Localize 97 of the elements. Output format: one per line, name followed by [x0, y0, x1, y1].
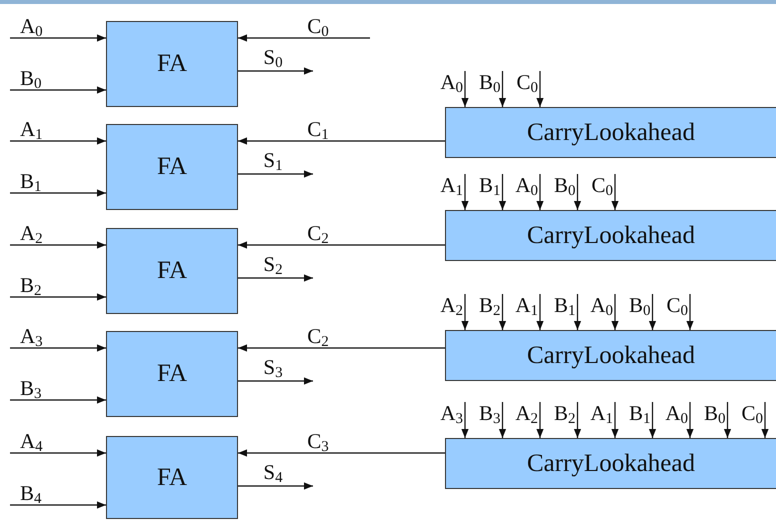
- arrow: [461, 174, 469, 210]
- signal-label: A$_{3}$: [20, 325, 43, 352]
- signal-label: S$_{4}$: [263, 461, 283, 488]
- signal-label: C$_{2}$: [307, 325, 329, 352]
- arrow: [10, 241, 106, 249]
- arrow: [536, 174, 544, 210]
- arrow: [10, 86, 106, 94]
- signal-label: B$_{4}$: [20, 482, 42, 509]
- signal-label: C$_{0}$: [516, 71, 538, 98]
- signal-label: B$_{0}$: [478, 71, 500, 98]
- full-adder-box: FA: [106, 436, 238, 519]
- arrow: [686, 402, 694, 438]
- full-adder-box: FA: [106, 228, 238, 314]
- signal-label: C$_{3}$: [307, 430, 329, 457]
- arrow: [461, 402, 469, 438]
- full-adder-box: FA: [106, 21, 238, 107]
- arrow: [238, 377, 313, 385]
- arrow: [461, 294, 469, 330]
- signal-label: A$_{1}$: [515, 294, 538, 321]
- signal-label: A$_{1}$: [20, 118, 43, 145]
- signal-label: B$_{0}$: [628, 294, 650, 321]
- arrow: [10, 344, 106, 352]
- signal-label: A$_{3}$: [440, 402, 463, 429]
- arrow: [536, 294, 544, 330]
- arrow: [10, 449, 106, 457]
- carry-lookahead-box: CarryLookahead: [445, 330, 776, 381]
- signal-label: B$_{3}$: [20, 377, 42, 404]
- arrow: [724, 402, 732, 438]
- arrow: [648, 402, 656, 438]
- arrow: [574, 174, 582, 210]
- signal-label: B$_{0}$: [704, 402, 726, 429]
- signal-label: B$_{2}$: [20, 274, 42, 301]
- arrow: [648, 294, 656, 330]
- arrow: [761, 402, 769, 438]
- full-adder-box: FA: [106, 124, 238, 210]
- signal-label: S$_{1}$: [263, 149, 283, 176]
- signal-label: A$_{2}$: [20, 222, 43, 249]
- arrow: [10, 189, 106, 197]
- signal-label: A$_{0}$: [665, 402, 688, 429]
- signal-label: B$_{1}$: [554, 294, 576, 321]
- full-adder-box: FA: [106, 331, 238, 417]
- carry-lookahead-box: CarryLookahead: [445, 210, 776, 261]
- arrow: [461, 71, 469, 107]
- arrow: [10, 137, 106, 145]
- signal-label: A$_{4}$: [20, 430, 43, 457]
- arrow: [238, 34, 370, 42]
- arrow: [10, 34, 106, 42]
- arrow: [238, 344, 445, 352]
- arrow: [536, 402, 544, 438]
- signal-label: A$_{0}$: [440, 71, 463, 98]
- signal-label: B$_{0}$: [554, 174, 576, 201]
- arrow: [574, 402, 582, 438]
- signal-label: C$_{1}$: [307, 118, 329, 145]
- signal-label: A$_{1}$: [440, 174, 463, 201]
- signal-label: A$_{2}$: [440, 294, 463, 321]
- signal-label: A$_{0}$: [590, 294, 613, 321]
- signal-label: A$_{2}$: [515, 402, 538, 429]
- signal-label: B$_{1}$: [628, 402, 650, 429]
- signal-label: S$_{3}$: [263, 356, 283, 383]
- signal-label: C$_{0}$: [666, 294, 688, 321]
- signal-label: C$_{0}$: [307, 15, 329, 42]
- arrow: [10, 293, 106, 301]
- arrow: [10, 396, 106, 404]
- arrow: [238, 241, 445, 249]
- arrow: [238, 67, 313, 75]
- arrow: [536, 71, 544, 107]
- arrow: [10, 501, 106, 509]
- signal-label: A$_{1}$: [590, 402, 613, 429]
- arrow: [498, 294, 506, 330]
- arrow: [238, 482, 313, 490]
- arrow: [611, 174, 619, 210]
- arrow: [686, 294, 694, 330]
- signal-label: B$_{2}$: [478, 294, 500, 321]
- signal-label: C$_{0}$: [591, 174, 613, 201]
- signal-label: A$_{0}$: [515, 174, 538, 201]
- signal-label: S$_{2}$: [263, 253, 283, 280]
- arrow: [238, 170, 313, 178]
- signal-label: B$_{1}$: [478, 174, 500, 201]
- signal-label: B$_{3}$: [478, 402, 500, 429]
- arrow: [574, 294, 582, 330]
- carry-lookahead-box: CarryLookahead: [445, 107, 776, 158]
- carry-lookahead-box: CarryLookahead: [445, 438, 776, 489]
- arrow: [498, 402, 506, 438]
- arrow: [238, 274, 313, 282]
- signal-label: C$_{2}$: [307, 222, 329, 249]
- arrow: [498, 174, 506, 210]
- arrow: [238, 449, 445, 457]
- signal-label: A$_{0}$: [20, 15, 43, 42]
- signal-label: B$_{2}$: [554, 402, 576, 429]
- signal-label: S$_{0}$: [263, 46, 283, 73]
- signal-label: C$_{0}$: [741, 402, 763, 429]
- arrow: [238, 137, 445, 145]
- signal-label: B$_{0}$: [20, 67, 42, 94]
- arrow: [498, 71, 506, 107]
- signal-label: B$_{1}$: [20, 170, 42, 197]
- arrow: [611, 294, 619, 330]
- arrow: [611, 402, 619, 438]
